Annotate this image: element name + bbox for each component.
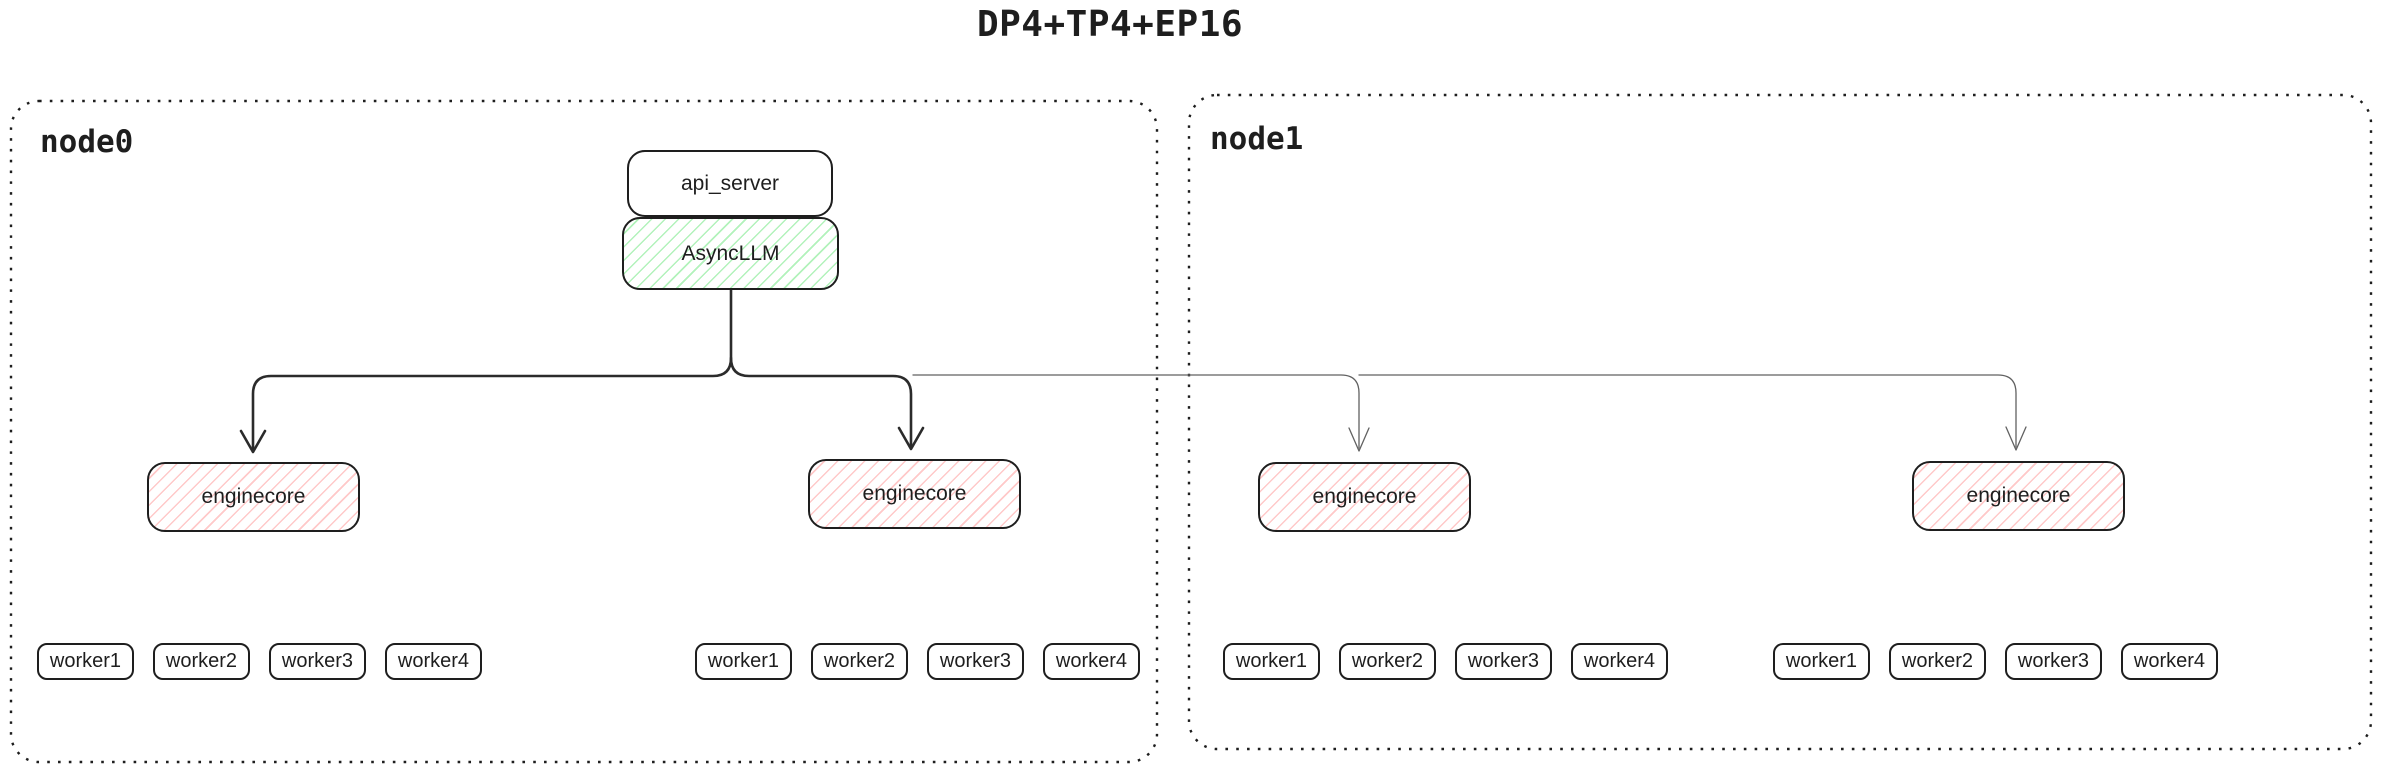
node0-enginecore-1: enginecore — [147, 462, 360, 532]
worker-box: worker2 — [811, 643, 908, 680]
worker-box: worker4 — [385, 643, 482, 680]
worker-label: worker4 — [2133, 650, 2206, 672]
worker-label: worker2 — [823, 650, 896, 672]
node1-enginecore-2: enginecore — [1912, 461, 2125, 531]
worker-box: worker4 — [1043, 643, 1140, 680]
node0-worker-group-2: worker1 worker2 worker3 worker4 — [695, 643, 1140, 680]
node1-container: node1 enginecore enginecore worker1 work… — [1188, 94, 2372, 750]
worker-label: worker2 — [1901, 650, 1974, 672]
worker-box: worker3 — [2005, 643, 2102, 680]
node1-label: node1 — [1210, 121, 1304, 157]
node1-worker-group-2: worker1 worker2 worker3 worker4 — [1773, 643, 2218, 680]
enginecore-label: enginecore — [1966, 484, 2071, 507]
worker-label: worker1 — [707, 650, 780, 672]
worker-box: worker2 — [1339, 643, 1436, 680]
worker-label: worker3 — [1467, 650, 1540, 672]
worker-box: worker1 — [695, 643, 792, 680]
api-server-box: api_server — [627, 150, 833, 217]
worker-label: worker4 — [1583, 650, 1656, 672]
worker-box: worker3 — [927, 643, 1024, 680]
node0-enginecore-2: enginecore — [808, 459, 1021, 529]
worker-label: worker1 — [49, 650, 122, 672]
worker-box: worker1 — [1223, 643, 1320, 680]
page-title: DP4+TP4+EP16 — [976, 4, 1244, 45]
worker-label: worker1 — [1235, 650, 1308, 672]
enginecore-label: enginecore — [201, 485, 306, 508]
enginecore-label: enginecore — [1312, 485, 1417, 508]
worker-box: worker3 — [269, 643, 366, 680]
worker-box: worker2 — [153, 643, 250, 680]
node0-container: node0 api_server AsyncLLM enginecore eng… — [10, 100, 1157, 763]
asyncllm-box: AsyncLLM — [622, 217, 839, 290]
worker-label: worker4 — [397, 650, 470, 672]
worker-label: worker3 — [939, 650, 1012, 672]
worker-box: worker4 — [1571, 643, 1668, 680]
worker-label: worker3 — [281, 650, 354, 672]
node0-label: node0 — [40, 124, 134, 160]
node0-worker-group-1: worker1 worker2 worker3 worker4 — [37, 643, 482, 680]
worker-box: worker1 — [37, 643, 134, 680]
worker-box: worker1 — [1773, 643, 1870, 680]
enginecore-label: enginecore — [862, 482, 967, 505]
api-server-label: api_server — [680, 171, 780, 195]
worker-label: worker1 — [1785, 650, 1858, 672]
asyncllm-label: AsyncLLM — [681, 241, 780, 265]
node1-enginecore-1: enginecore — [1258, 462, 1471, 532]
worker-box: worker4 — [2121, 643, 2218, 680]
worker-box: worker2 — [1889, 643, 1986, 680]
worker-label: worker2 — [1351, 650, 1424, 672]
worker-label: worker3 — [2017, 650, 2090, 672]
node1-worker-group-1: worker1 worker2 worker3 worker4 — [1223, 643, 1668, 680]
worker-label: worker2 — [165, 650, 238, 672]
worker-label: worker4 — [1055, 650, 1128, 672]
worker-box: worker3 — [1455, 643, 1552, 680]
